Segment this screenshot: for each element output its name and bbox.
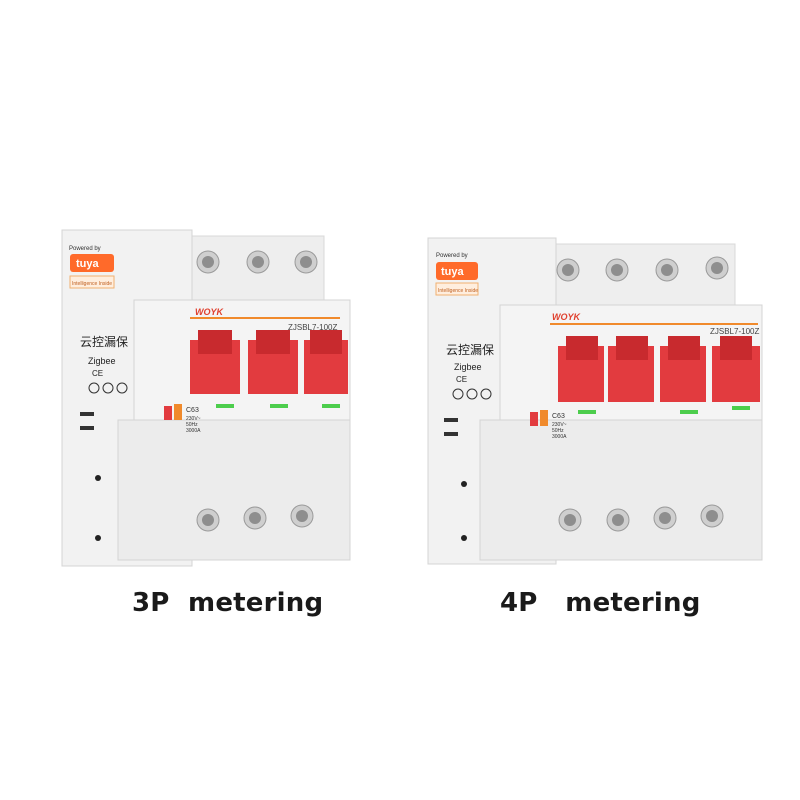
pair-led: [461, 535, 467, 541]
status-indicator-orange: [540, 410, 548, 426]
ce-mark: CE: [92, 369, 103, 378]
toggle-switches[interactable]: [558, 336, 760, 402]
tuya-logo-text: tuya: [441, 266, 465, 278]
green-indicator-3: [732, 406, 750, 410]
test-button[interactable]: [444, 418, 458, 422]
test-led: [95, 475, 101, 481]
zigbee-label: Zigbee: [454, 362, 482, 372]
tuya-badge-text: Intelligence Inside: [438, 288, 478, 294]
top-terminal-screws: [556, 256, 729, 282]
rating-label: C63: [186, 407, 199, 414]
rating-label: C63: [552, 413, 565, 420]
spec-voltage: 230V~: [186, 416, 201, 422]
chinese-name: 云控漏保: [80, 335, 128, 349]
test-button[interactable]: [80, 412, 94, 416]
powered-by-label: Powered by: [436, 253, 468, 259]
green-indicator-1: [216, 404, 234, 408]
spec-breaking: 3000A: [552, 434, 567, 440]
test-led: [461, 481, 467, 487]
meter-icons: [452, 388, 492, 400]
caption-3p-metering: 3P metering: [132, 588, 324, 618]
tuya-badge: [69, 275, 115, 289]
model-label: ZJSBL7-100Z: [710, 327, 759, 336]
status-indicator-red: [164, 406, 172, 420]
chinese-name: 云控漏保: [446, 343, 494, 357]
bottom-terminal-screws: [558, 504, 724, 532]
tuya-badge: [435, 282, 479, 296]
status-indicator-orange: [174, 404, 182, 420]
spec-voltage: 230V~: [552, 422, 567, 428]
powered-by-label: Powered by: [69, 246, 101, 252]
spec-frequency: 50Hz: [552, 428, 564, 434]
green-indicator-2: [680, 410, 698, 414]
spec-frequency: 50Hz: [186, 422, 198, 428]
tuya-logo: [70, 254, 114, 272]
green-indicator-3: [322, 404, 340, 408]
toggle-switches[interactable]: [190, 330, 348, 394]
tuya-badge-text: Intelligence Inside: [72, 281, 112, 287]
brand-logo: WOYK: [195, 307, 224, 317]
green-indicator-2: [270, 404, 288, 408]
ce-mark: CE: [456, 375, 467, 384]
zigbee-label: Zigbee: [88, 356, 116, 366]
reset-button[interactable]: [80, 426, 94, 430]
bottom-terminal-screws: [196, 504, 314, 532]
status-indicator-red: [530, 412, 538, 426]
spec-breaking: 3000A: [186, 428, 201, 434]
green-indicator-1: [578, 410, 596, 414]
meter-icons: [88, 382, 128, 394]
top-terminal-screws: [196, 250, 318, 274]
brand-logo: WOYK: [552, 312, 581, 322]
breaker-3p: WOYK ZJSBL7-100Z Powered by tuya Intelli…: [61, 229, 351, 567]
breaker-4p: WOYK ZJSBL7-100Z Powered by tuya Intelli…: [427, 237, 763, 565]
tuya-logo-text: tuya: [76, 258, 100, 270]
model-label: ZJSBL7-100Z: [288, 323, 337, 332]
pair-led: [95, 535, 101, 541]
tuya-logo: [436, 262, 478, 280]
caption-4p-metering: 4P metering: [500, 588, 701, 618]
reset-button[interactable]: [444, 432, 458, 436]
